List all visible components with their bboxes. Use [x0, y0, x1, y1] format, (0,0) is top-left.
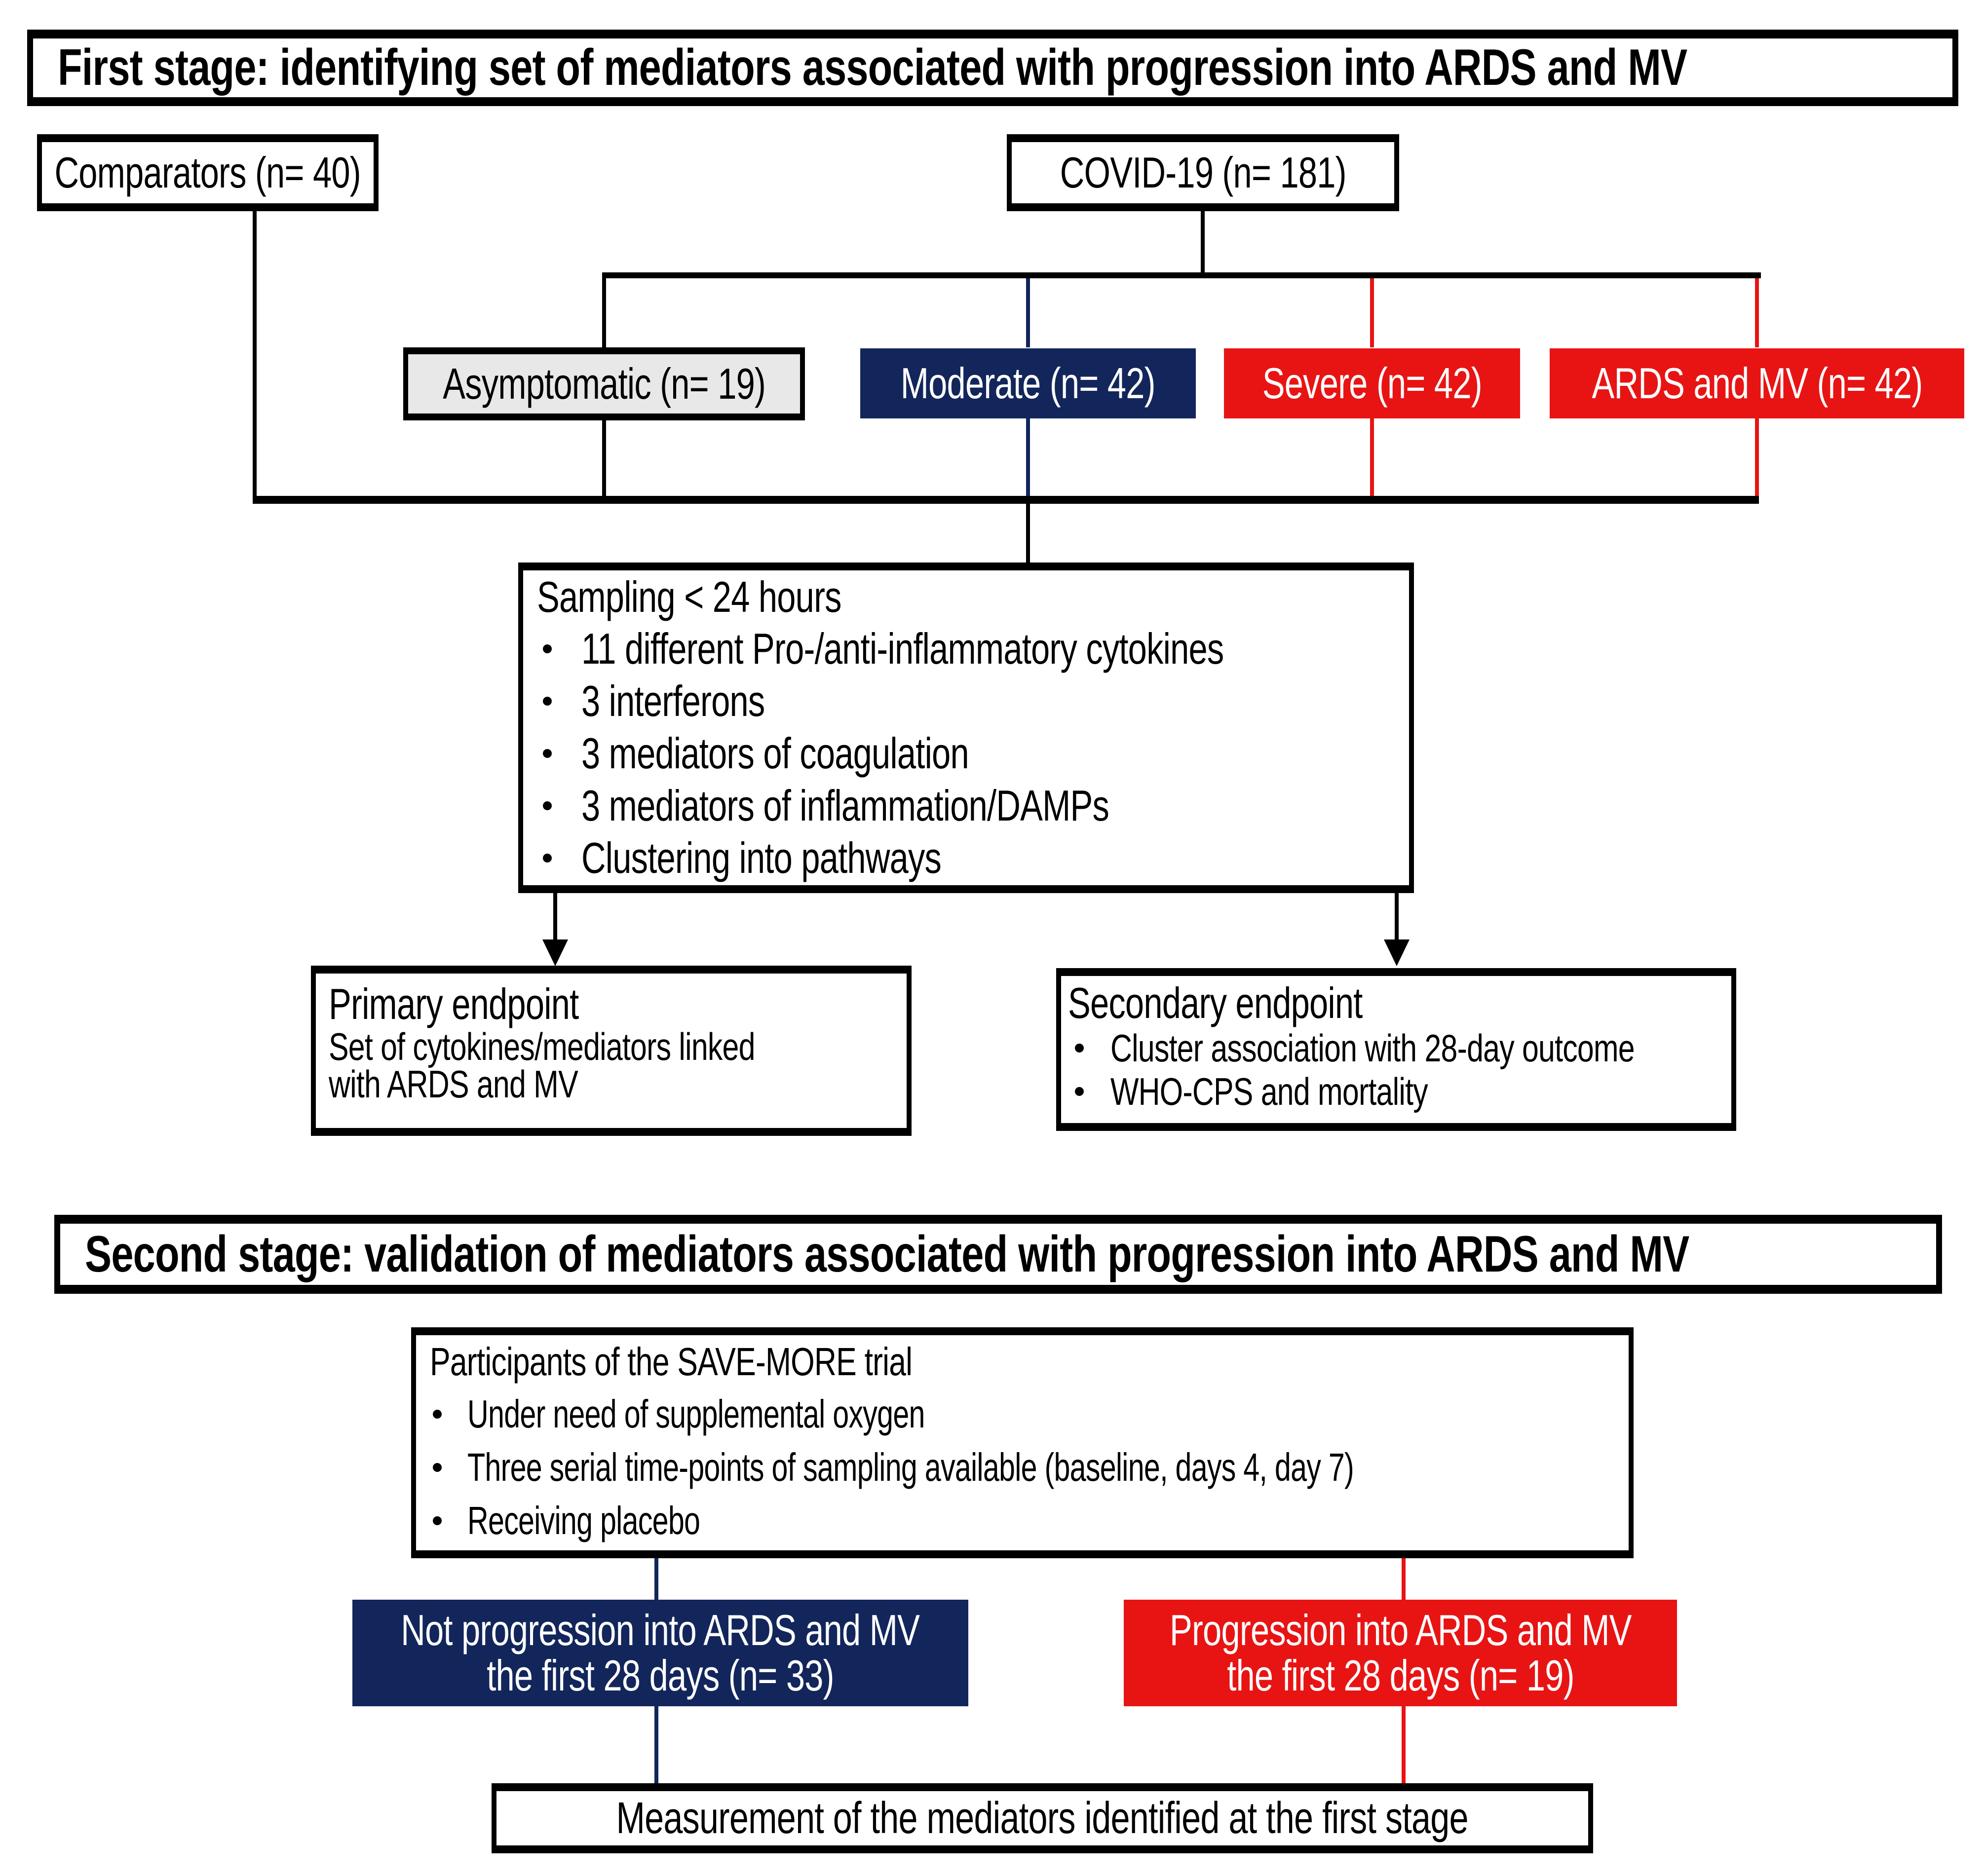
- group-asymptomatic-label: Asymptomatic (n= 19): [443, 359, 766, 408]
- connector-covid-drop: [1201, 211, 1205, 272]
- participants-bullet-row: Under need of supplemental oxygen: [416, 1388, 1629, 1441]
- covid-label: COVID-19 (n= 181): [1060, 148, 1347, 197]
- secondary-bullet: Cluster association with 28-day outcome: [1110, 1026, 1635, 1070]
- group-severe-box: Severe (n= 42): [1224, 348, 1520, 418]
- connector-comparators-drop: [253, 211, 257, 496]
- progression-line1: Progression into ARDS and MV: [1169, 1606, 1632, 1654]
- bullet-icon: [433, 1516, 442, 1525]
- sampling-bullet: 3 mediators of inflammation/DAMPs: [581, 781, 1109, 830]
- connector-moderate-bottom: [1026, 418, 1030, 496]
- progression-line2: the first 28 days (n= 19): [1226, 1651, 1574, 1700]
- secondary-endpoint-title: Secondary endpoint: [1068, 978, 1363, 1027]
- measurement-box: Measurement of the mediators identified …: [492, 1783, 1593, 1853]
- sampling-title-row: Sampling < 24 hours: [523, 571, 1409, 623]
- bullet-icon: [543, 854, 552, 863]
- participants-title: Participants of the SAVE-MORE trial: [430, 1340, 913, 1384]
- sampling-bullet-row: 3 mediators of coagulation: [523, 727, 1409, 780]
- secondary-endpoint-box: Secondary endpoint Cluster association w…: [1056, 968, 1736, 1131]
- participants-bullet-row: Receiving placebo: [416, 1494, 1629, 1547]
- participants-bullet: Under need of supplemental oxygen: [467, 1392, 925, 1436]
- participants-title-row: Participants of the SAVE-MORE trial: [416, 1336, 1629, 1388]
- primary-endpoint-title: Primary endpoint: [329, 979, 579, 1028]
- no-progression-line1: Not progression into ARDS and MV: [401, 1606, 920, 1654]
- connector-sampling-drop: [1026, 504, 1030, 563]
- comparators-box: Comparators (n= 40): [37, 134, 379, 211]
- comparators-label: Comparators (n= 40): [54, 148, 361, 197]
- sampling-bullet-row: 3 mediators of inflammation/DAMPs: [523, 780, 1409, 832]
- group-ards-mv-box: ARDS and MV (n= 42): [1550, 348, 1964, 418]
- bullet-icon: [543, 801, 552, 810]
- secondary-bullet: WHO-CPS and mortality: [1110, 1069, 1428, 1113]
- group-moderate-label: Moderate (n= 42): [901, 359, 1156, 408]
- primary-endpoint-box: Primary endpoint Set of cytokines/mediat…: [311, 966, 912, 1136]
- connector-primary-arrow: [553, 893, 557, 942]
- no-progression-line2: the first 28 days (n= 33): [487, 1651, 834, 1700]
- arrow-down-icon: [1384, 939, 1410, 966]
- connector-splitter: [602, 272, 1761, 278]
- bullet-icon: [1075, 1044, 1084, 1052]
- connector-severe-top: [1370, 278, 1374, 347]
- sampling-box: Sampling < 24 hours 11 different Pro-/an…: [518, 563, 1414, 893]
- connector-asymptomatic-top: [602, 278, 606, 347]
- sampling-bullet-row: 11 different Pro-/anti-inflammatory cyto…: [523, 623, 1409, 675]
- secondary-bullet-row: WHO-CPS and mortality: [1068, 1070, 1731, 1113]
- connector-severe-bottom: [1370, 418, 1374, 496]
- participants-bullet-row: Three serial time-points of sampling ava…: [416, 1441, 1629, 1494]
- arrow-down-icon: [542, 939, 568, 966]
- covid-box: COVID-19 (n= 181): [1007, 134, 1399, 211]
- connector-secondary-arrow: [1395, 893, 1399, 942]
- bullet-icon: [543, 644, 552, 653]
- sampling-bullet: 3 mediators of coagulation: [581, 729, 969, 778]
- connector-no-progression-top: [654, 1558, 658, 1600]
- group-asymptomatic-box: Asymptomatic (n= 19): [403, 347, 805, 420]
- progression-box: Progression into ARDS and MV the first 2…: [1124, 1600, 1677, 1706]
- connector-progression-top: [1402, 1558, 1406, 1600]
- primary-endpoint-text-line2: with ARDS and MV: [329, 1062, 578, 1106]
- group-moderate-box: Moderate (n= 42): [860, 348, 1196, 418]
- participants-bullet: Three serial time-points of sampling ava…: [467, 1445, 1354, 1489]
- primary-endpoint-text-line1: Set of cytokines/mediators linked: [329, 1024, 755, 1068]
- sampling-title: Sampling < 24 hours: [537, 572, 841, 621]
- stage1-title: First stage: identifying set of mediator…: [58, 39, 1687, 96]
- bullet-icon: [543, 697, 552, 706]
- bullet-icon: [433, 1463, 442, 1472]
- connector-asymptomatic-bottom: [602, 420, 606, 496]
- connector-collector: [253, 496, 1759, 504]
- sampling-bullet: 11 different Pro-/anti-inflammatory cyto…: [581, 624, 1224, 673]
- sampling-bullet-row: Clustering into pathways: [523, 832, 1409, 884]
- group-severe-label: Severe (n= 42): [1262, 359, 1482, 408]
- bullet-icon: [543, 749, 552, 758]
- connector-progression-bottom: [1402, 1706, 1406, 1783]
- no-progression-box: Not progression into ARDS and MV the fir…: [352, 1600, 968, 1706]
- stage2-title-box: Second stage: validation of mediators as…: [54, 1215, 1942, 1294]
- sampling-bullet: Clustering into pathways: [581, 833, 942, 882]
- secondary-bullet-row: Cluster association with 28-day outcome: [1068, 1026, 1731, 1070]
- participants-box: Participants of the SAVE-MORE trial Unde…: [411, 1327, 1634, 1558]
- sampling-bullet: 3 interferons: [581, 676, 765, 725]
- stage2-title: Second stage: validation of mediators as…: [85, 1225, 1689, 1283]
- participants-bullet: Receiving placebo: [467, 1499, 700, 1542]
- measurement-label: Measurement of the mediators identified …: [616, 1793, 1469, 1843]
- bullet-icon: [433, 1410, 442, 1419]
- bullet-icon: [1075, 1087, 1084, 1096]
- stage1-title-box: First stage: identifying set of mediator…: [27, 30, 1958, 106]
- connector-moderate-top: [1026, 278, 1030, 347]
- connector-ards-bottom: [1755, 418, 1759, 496]
- connector-no-progression-bottom: [654, 1706, 658, 1783]
- sampling-bullet-row: 3 interferons: [523, 675, 1409, 727]
- connector-ards-top: [1755, 278, 1759, 347]
- group-ards-mv-label: ARDS and MV (n= 42): [1592, 359, 1923, 408]
